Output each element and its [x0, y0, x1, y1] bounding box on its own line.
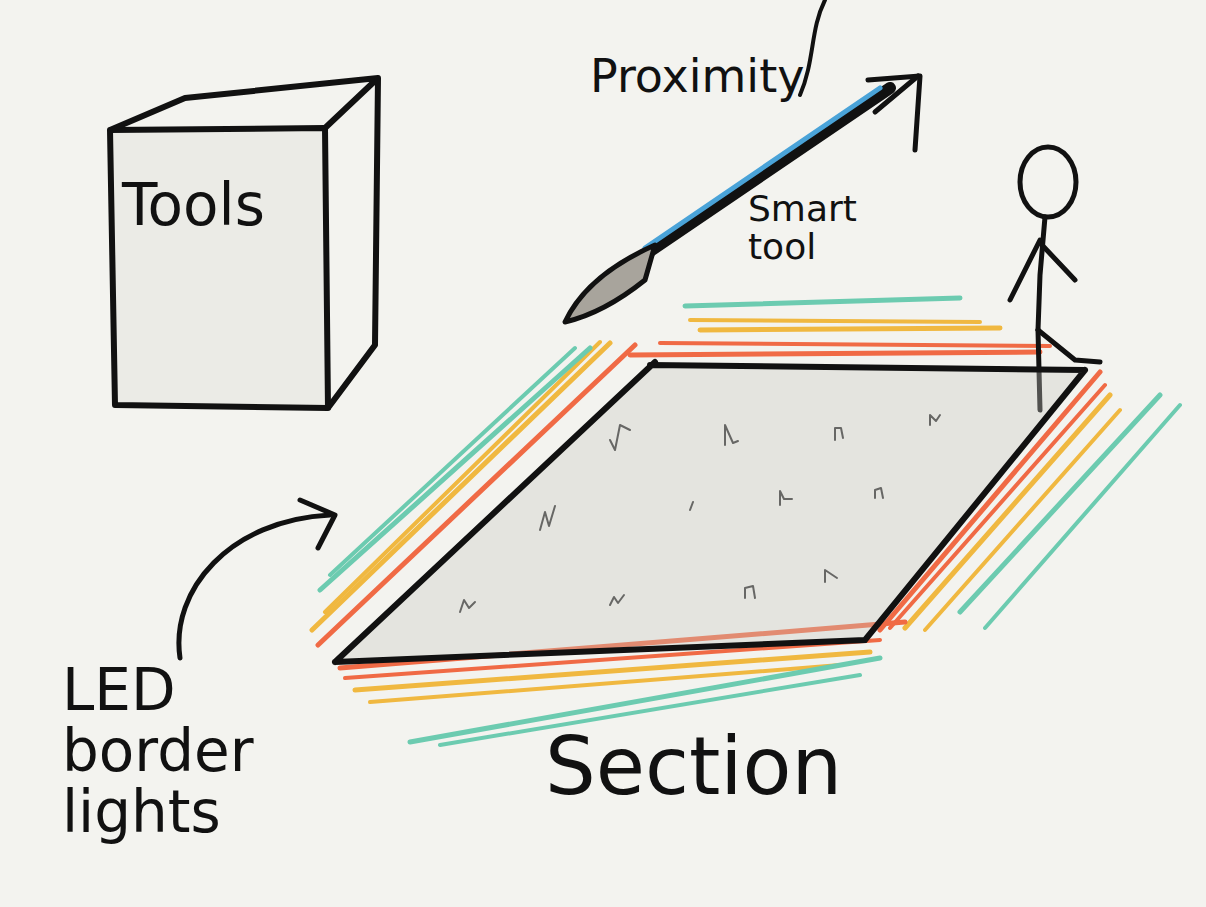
- garden-section: Section: [320, 340, 1110, 820]
- outline-stroke: [335, 365, 1085, 662]
- outline-stroke: [328, 78, 378, 408]
- led-label: LED border lights: [62, 660, 312, 843]
- outline-stroke: [335, 362, 1085, 662]
- led-top: [630, 298, 1050, 355]
- proximity-label: Proximity: [590, 52, 890, 100]
- node-text: Tools: [122, 175, 265, 236]
- node-outline: [100, 70, 390, 415]
- outline-stroke: [110, 128, 328, 408]
- tool-label: Smart tool: [748, 190, 908, 266]
- callout-arrow: [179, 500, 335, 658]
- node-text: Section: [545, 725, 842, 809]
- outline-stroke: [110, 78, 378, 130]
- trowel-blade: [565, 245, 655, 322]
- tools-box: Tools: [100, 70, 390, 415]
